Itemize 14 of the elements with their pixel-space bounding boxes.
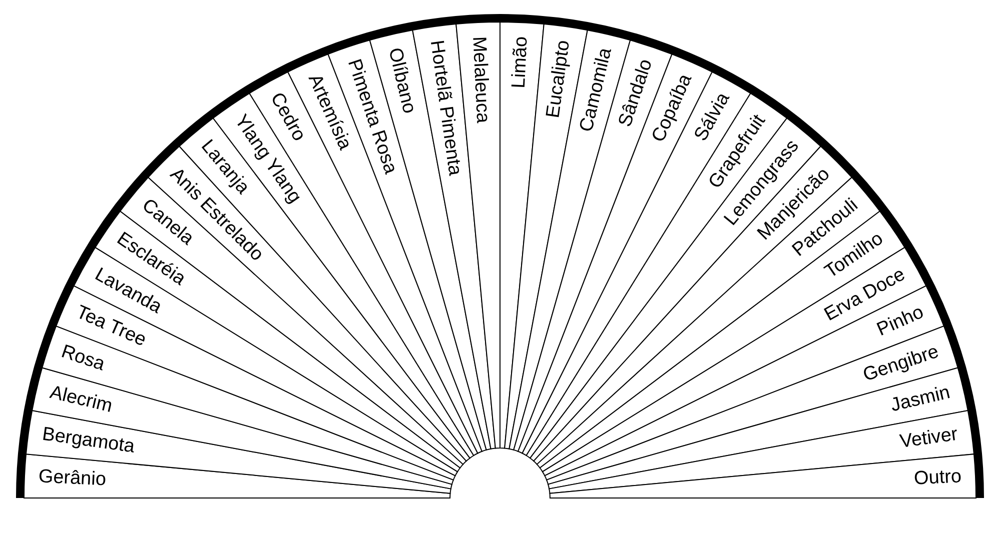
sector-label: Gerânio [38,466,107,490]
sector-label: Alecrim [48,382,114,417]
sector-label: Vetiver [898,424,960,453]
sector-label: Camomila [576,46,616,134]
sector-label: Olíbano [384,46,420,116]
sector-label: Limão [508,36,532,89]
sector-label: Melaleuca [468,36,494,124]
sector-label: Pinho [874,302,927,341]
sector-label: Outro [914,466,962,490]
sector-label: Bergamota [40,424,136,458]
sector-label: Eucalipto [542,38,574,120]
sector-label: Rosa [58,341,108,376]
sector-label: Cedro [266,89,310,145]
sector-label: Hortelã Pimenta [426,38,466,177]
